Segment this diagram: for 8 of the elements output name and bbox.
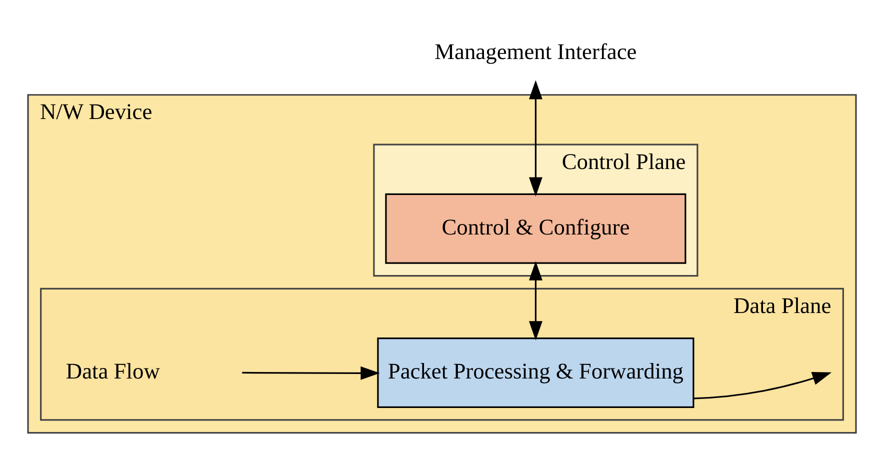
node-text: Management Interface — [434, 39, 637, 64]
node-box: Packet Processing & Forwarding — [377, 338, 694, 408]
node-box: Control & Configure — [385, 193, 686, 264]
arrow — [242, 366, 380, 380]
label: Data Flow — [66, 358, 160, 384]
arrow — [528, 80, 542, 197]
arrow — [694, 372, 832, 400]
arrow — [528, 261, 542, 340]
